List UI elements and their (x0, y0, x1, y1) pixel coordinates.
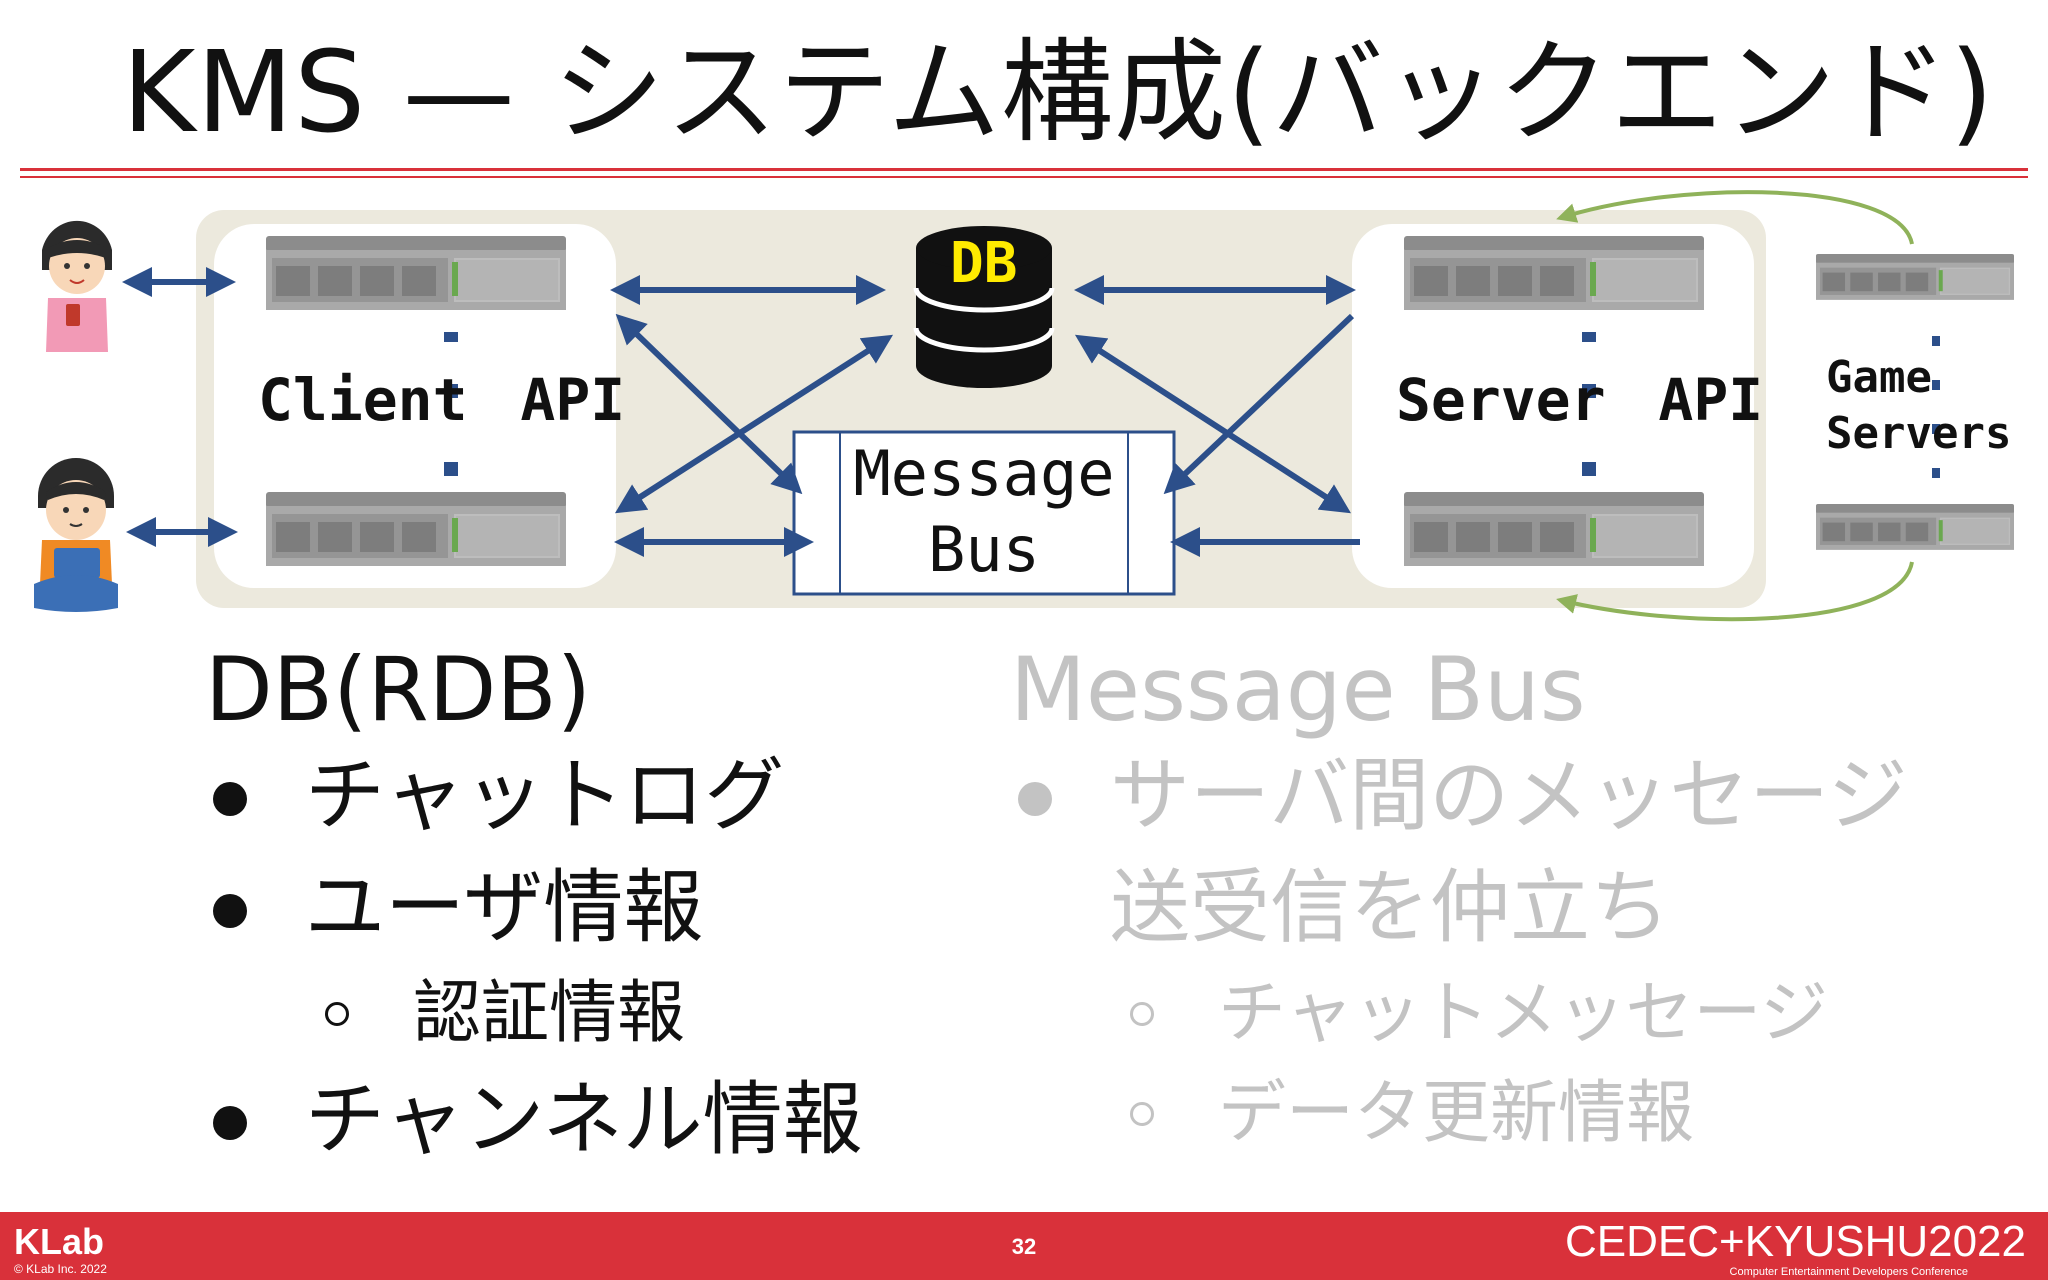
sub-list-item: チャットメッセージ (1010, 964, 1908, 1064)
server-api-label: Server API (1396, 366, 1764, 434)
list-item: サーバ間のメッセージ (1010, 740, 1908, 852)
message-bus-label-line1: Message (853, 437, 1115, 510)
list-item-continuation: 送受信を仲立ち (1110, 861, 1670, 954)
title-rule-bottom (20, 176, 2028, 178)
user-boy-avatar (34, 458, 118, 612)
db-section: DB(RDB) チャットログ ユーザ情報 認証情報 チャンネル情報 (205, 640, 863, 1176)
game-servers-box (1812, 236, 2018, 574)
copyright-text: © KLab Inc. 2022 (14, 1262, 107, 1276)
title-rule-top (20, 168, 2028, 171)
architecture-diagram: Client API Server API DB Message Bus Gam… (34, 190, 2018, 622)
client-api-label: Client API (258, 366, 626, 434)
sub-list-item: データ更新情報 (1010, 1064, 1908, 1164)
slide-title: KMS — システム構成(バックエンド) (122, 28, 1995, 158)
list-item: チャンネル情報 (205, 1064, 863, 1176)
bullet-ring (325, 1002, 349, 1026)
message-bus-section: Message Bus サーバ間のメッセージ 送受信を仲立ち チャットメッセージ… (1010, 640, 1908, 1164)
db-section-heading: DB(RDB) (205, 638, 592, 741)
bullet-dot (213, 894, 247, 928)
message-bus-section-heading: Message Bus (1010, 638, 1586, 741)
user-girl-avatar (42, 220, 112, 352)
list-item: チャットログ (205, 740, 863, 852)
db-label: DB (950, 231, 1018, 296)
bullet-ring (1130, 1002, 1154, 1026)
database-icon (913, 226, 1055, 388)
bullet-dot (213, 1106, 247, 1140)
game-servers-label-line1: Game (1826, 352, 1932, 403)
sub-list-item: 認証情報 (205, 964, 863, 1064)
bullet-dot (213, 782, 247, 816)
slide-footer: KLab © KLab Inc. 2022 32 CEDEC+KYUSHU202… (0, 1212, 2048, 1280)
cedec-kyushu-logo: CEDEC+KYUSHU2022 (1565, 1217, 2026, 1266)
conference-subtitle: Computer Entertainment Developers Confer… (1729, 1266, 1968, 1278)
list-item: ユーザ情報 (205, 852, 863, 964)
game-servers-label-line2: Servers (1826, 408, 2012, 459)
bullet-ring (1130, 1102, 1154, 1126)
message-bus-label-line2: Bus (928, 513, 1040, 586)
page-number: 32 (1011, 1234, 1037, 1259)
bullet-dot (1018, 782, 1052, 816)
klab-logo: KLab (14, 1221, 104, 1262)
